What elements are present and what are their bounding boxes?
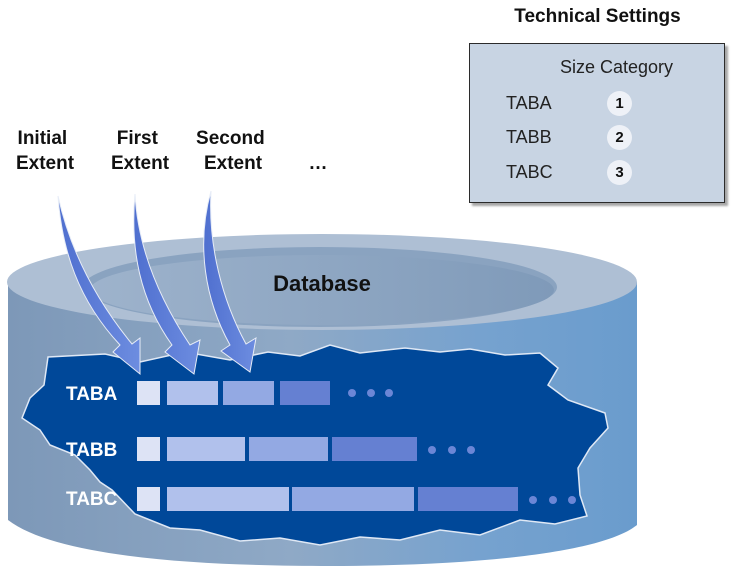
table-name: TABA	[506, 93, 552, 113]
table-row-tabb: TABB	[66, 437, 475, 461]
extent-next-2	[223, 381, 274, 405]
first-extent-label: First Extent	[111, 128, 170, 174]
arrow-initial-extent	[57, 195, 141, 376]
size-category-badge: 1	[607, 91, 632, 116]
table-row-tabc: TABC	[66, 487, 576, 511]
table-name: TABC	[506, 162, 553, 182]
database-label: Database	[273, 271, 371, 296]
extent-next-3	[418, 487, 518, 511]
extent-initial	[137, 437, 160, 461]
settings-row-tabc: TABC 3	[506, 160, 706, 186]
technical-settings-box: Size Category TABA 1 TABB 2 TABC 3	[469, 43, 725, 203]
extent-next-1	[167, 487, 289, 511]
second-extent-label: Second Extent	[196, 128, 270, 174]
settings-row-tabb: TABB 2	[506, 125, 706, 151]
size-category-badge: 3	[607, 160, 632, 185]
table-name: TABB	[66, 440, 117, 461]
continuation-dots	[428, 446, 475, 454]
arrow-first-extent	[133, 193, 201, 375]
table-name: TABB	[506, 127, 552, 147]
settings-row-taba: TABA 1	[506, 91, 706, 117]
technical-settings-title: Technical Settings	[514, 6, 681, 27]
extent-next-1	[167, 381, 218, 405]
initial-extent-label: Initial Extent	[16, 128, 75, 174]
table-row-taba: TABA	[66, 381, 393, 405]
extent-initial	[137, 487, 160, 511]
extent-arrows	[57, 190, 257, 376]
table-name: TABA	[66, 384, 118, 405]
continuation-dots	[348, 389, 393, 397]
more-extents-ellipsis: …	[309, 153, 328, 174]
size-category-badge: 2	[607, 125, 632, 150]
extent-labels: Initial Extent First Extent Second Exten…	[16, 128, 328, 174]
arrow-second-extent	[203, 190, 257, 373]
extent-next-2	[292, 487, 414, 511]
extent-next-3	[280, 381, 330, 405]
extent-next-3	[332, 437, 417, 461]
size-category-header: Size Category	[560, 57, 674, 77]
continuation-dots	[529, 496, 576, 504]
extent-next-2	[249, 437, 328, 461]
table-name: TABC	[66, 489, 118, 510]
extent-next-1	[167, 437, 245, 461]
extent-initial	[137, 381, 160, 405]
